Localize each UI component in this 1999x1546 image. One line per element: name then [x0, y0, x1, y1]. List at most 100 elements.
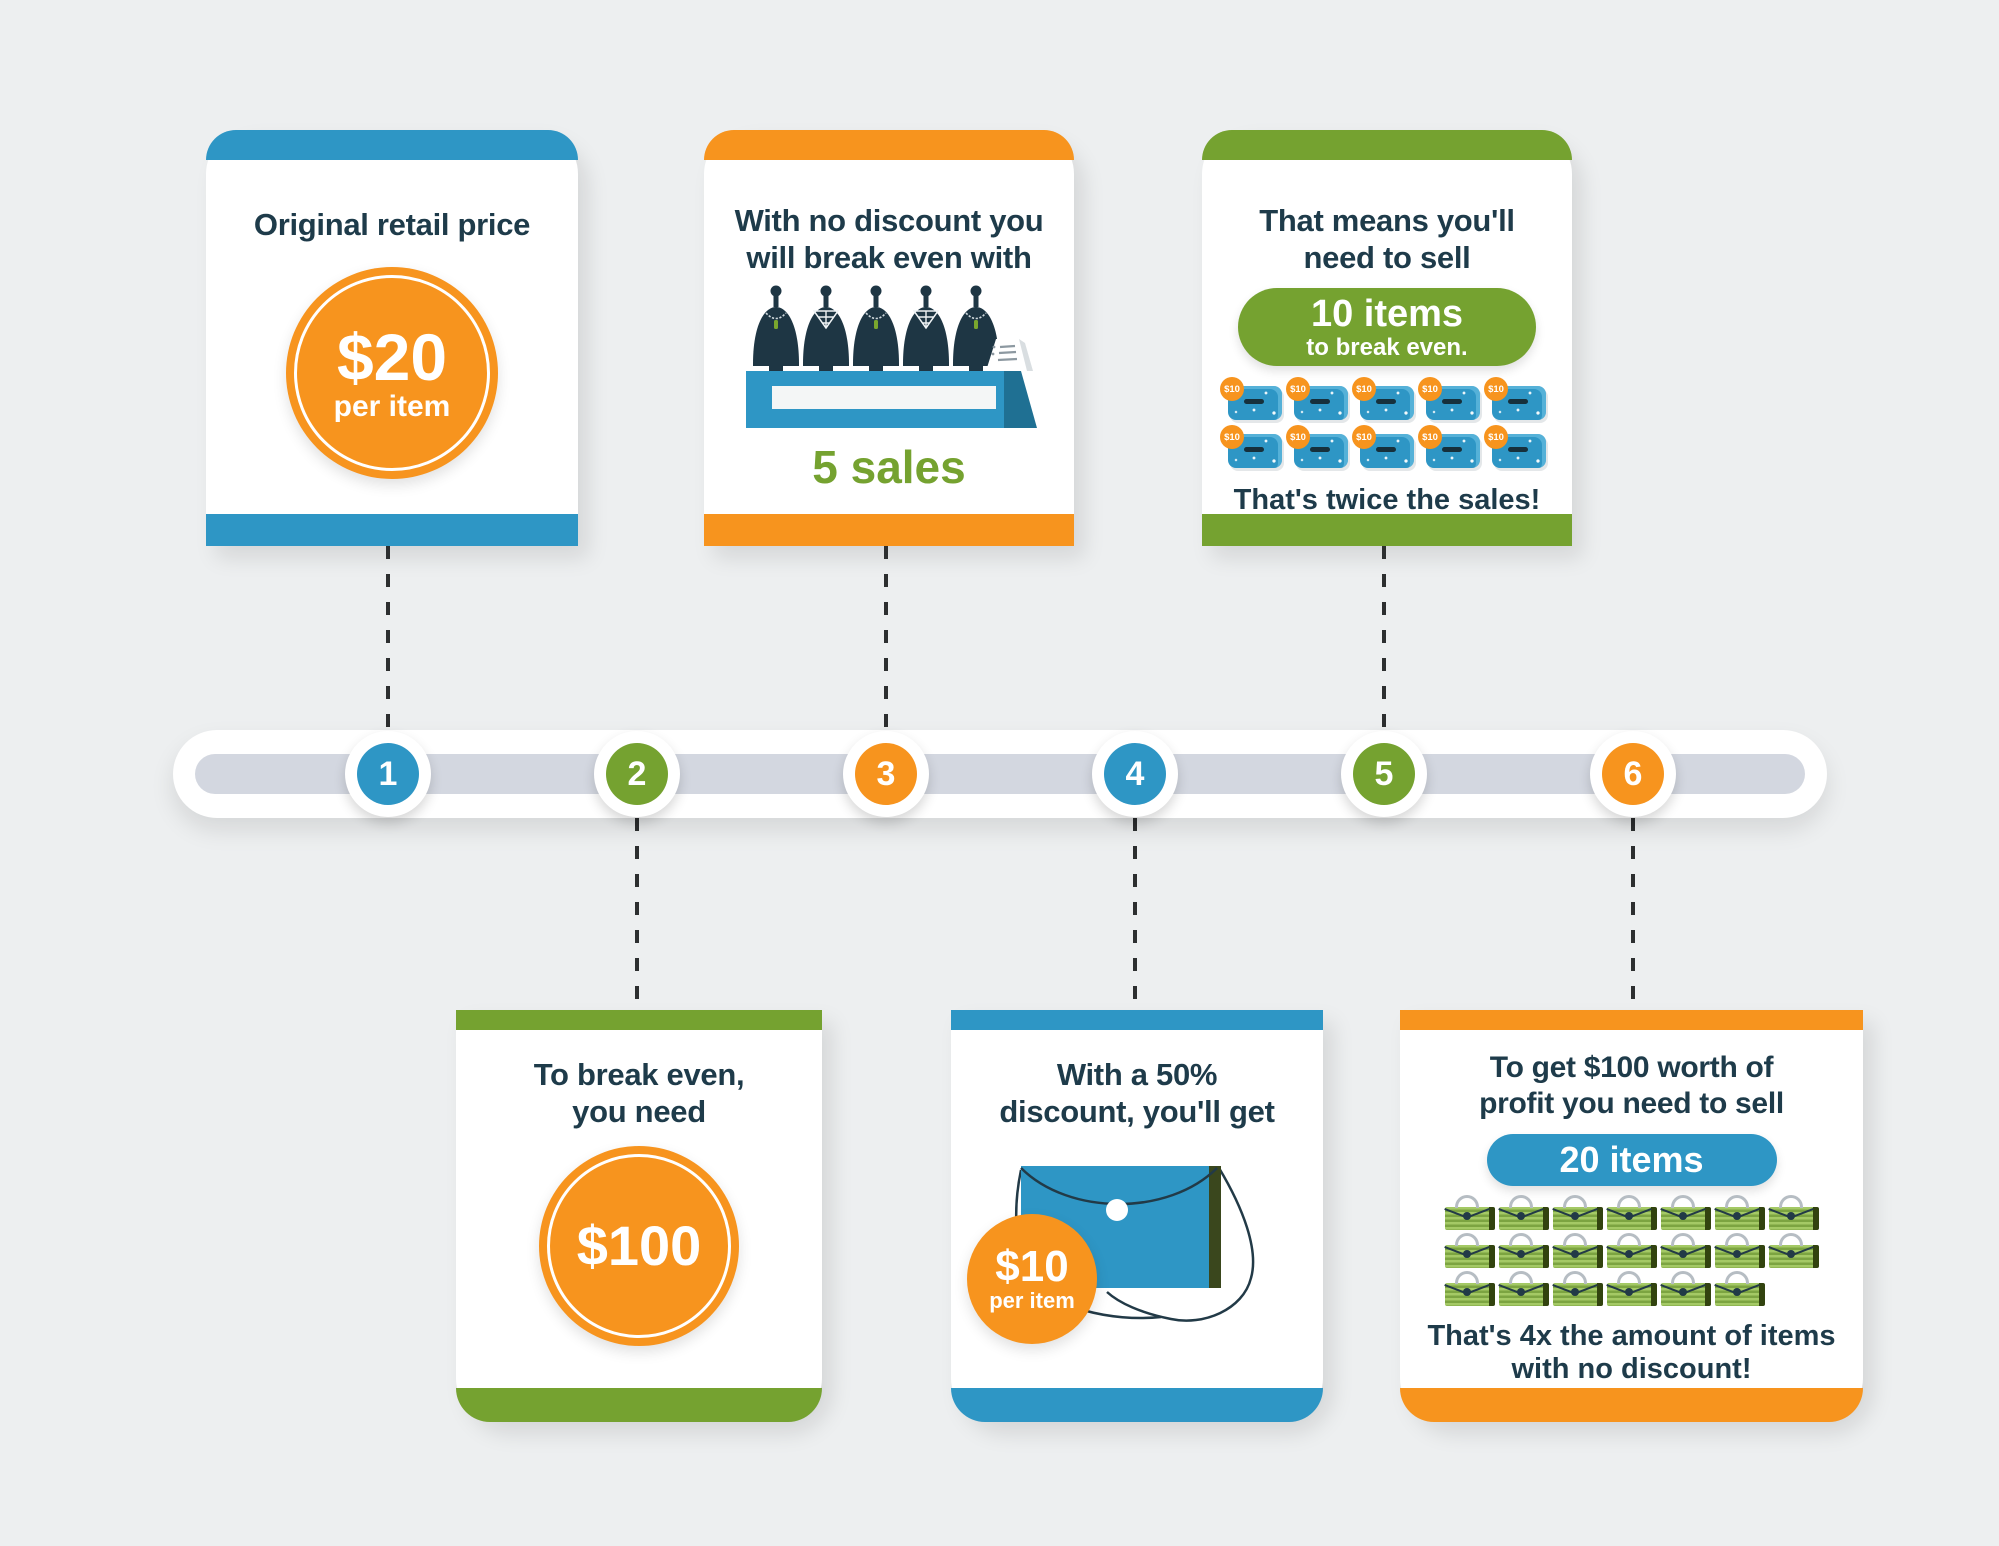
handbag-clasp — [1786, 1250, 1795, 1258]
handbag-handle — [1616, 1195, 1641, 1208]
wallet-icon: $10 — [1352, 377, 1414, 421]
handbag-icon — [1660, 1233, 1711, 1268]
handbag-icon — [1444, 1233, 1495, 1268]
handbag-icon — [1498, 1233, 1549, 1268]
price-tag-badge: $10 — [1418, 425, 1442, 450]
timeline-marker-number: 1 — [357, 743, 419, 805]
price-tag-badge: $10 — [1352, 425, 1376, 450]
price-value: $20 — [336, 319, 448, 394]
handbag-clasp — [1624, 1212, 1633, 1220]
connector-dashed-step6 — [1631, 818, 1635, 1010]
handbag-handle — [1670, 1233, 1695, 1246]
handbag-handle — [1508, 1233, 1533, 1246]
wallet-icon: $10 — [1352, 425, 1414, 469]
handbag-clasp — [1516, 1288, 1525, 1296]
handbag-icon — [1714, 1233, 1765, 1268]
handbag-clasp — [1570, 1250, 1579, 1258]
handbag-clasp — [1732, 1288, 1741, 1296]
connector-dashed-step1 — [386, 546, 390, 730]
jewelry-display-icon — [746, 285, 1037, 429]
wallet-icon: $10 — [1418, 377, 1480, 421]
price-tag-badge: $10 — [1352, 377, 1376, 402]
handbag-handle — [1508, 1271, 1533, 1284]
handbag-icon — [1498, 1195, 1549, 1230]
card-caption: That's twice the sales! — [1233, 484, 1541, 517]
handbag-icon — [1552, 1195, 1603, 1230]
card-step-2: With no discount you will break even wit… — [704, 130, 1074, 546]
card-accent-bar-top — [1202, 130, 1572, 160]
wallet-icon: $10 — [1220, 425, 1282, 469]
handbag-clasp — [1732, 1250, 1741, 1258]
card-title: That means you'll need to sell — [1259, 203, 1515, 276]
card-accent-bar-bottom — [951, 1388, 1323, 1422]
card-accent-bar-top — [951, 1010, 1323, 1030]
price-badge: $20 per item — [286, 267, 498, 480]
timeline-marker-4: 4 — [1092, 731, 1178, 817]
pill-caption: to break even. — [1306, 333, 1468, 361]
card-title: Original retail price — [253, 207, 531, 242]
handbag-clasp — [1732, 1212, 1741, 1220]
pill-value: 10 items — [1310, 292, 1464, 335]
connector-dashed-step2 — [635, 818, 639, 1010]
handbag-handle — [1454, 1233, 1479, 1246]
jewelry-busts — [753, 285, 999, 372]
price-tag-badge: $10 — [1286, 425, 1310, 450]
handbag-icon — [1552, 1271, 1603, 1306]
handbag-icon — [1768, 1233, 1819, 1268]
price-badge: $10 per item — [967, 1214, 1097, 1344]
wallet-icon: $10 — [1220, 377, 1282, 421]
wallet-icon: $10 — [1286, 377, 1348, 421]
price-tag-badge: $10 — [1484, 425, 1508, 450]
handbag-handle — [1724, 1195, 1749, 1208]
items-pill: 10 items to break even. — [1238, 288, 1536, 367]
pill-value: 20 items — [1559, 1139, 1704, 1180]
price-tag-badge: $10 — [1418, 377, 1442, 402]
timeline-marker-number: 6 — [1602, 743, 1664, 805]
handbag-handle — [1454, 1195, 1479, 1208]
card-step-3: That means you'll need to sell 10 items … — [1202, 130, 1572, 546]
handbag-handle — [1562, 1233, 1587, 1246]
result-text: 5 sales — [812, 441, 966, 494]
card-title: With a 50% discount, you'll get — [999, 1057, 1275, 1130]
price-caption: per item — [989, 1287, 1075, 1313]
handbag-icon — [1444, 1195, 1495, 1230]
card-title: To break even, you need — [533, 1057, 745, 1130]
card-step-5: With a 50% discount, you'll get $10 per … — [951, 1010, 1323, 1422]
card-accent-bar-top — [704, 130, 1074, 160]
wallet-icon: $10 — [1286, 425, 1348, 469]
timeline-marker-number: 5 — [1353, 743, 1415, 805]
connector-dashed-step5 — [1382, 546, 1386, 730]
handbag-icon — [1714, 1271, 1765, 1306]
handbag-icon — [1498, 1271, 1549, 1306]
handbag-clasp — [1462, 1212, 1471, 1220]
card-accent-bar-top — [1400, 1010, 1863, 1030]
handbag-clasp — [1678, 1212, 1687, 1220]
timeline-marker-3: 3 — [843, 731, 929, 817]
timeline-marker-5: 5 — [1341, 731, 1427, 817]
timeline-track — [195, 754, 1805, 794]
card-step-6: To get $100 worth of profit you need to … — [1400, 1010, 1863, 1422]
handbag-icon — [1606, 1233, 1657, 1268]
handbag-handle — [1724, 1233, 1749, 1246]
card-accent-bar-bottom — [206, 514, 578, 546]
handbag-icon — [1714, 1195, 1765, 1230]
price-tag-badge: $10 — [1286, 377, 1310, 402]
handbag-clasp — [1516, 1212, 1525, 1220]
connector-dashed-step3 — [884, 546, 888, 730]
card-accent-bar-bottom — [1202, 514, 1572, 546]
card-accent-bar-bottom — [1400, 1388, 1863, 1422]
handbag-handle — [1562, 1271, 1587, 1284]
handbag-clasp — [1678, 1250, 1687, 1258]
wallet-icon: $10 — [1484, 377, 1546, 421]
price-tag-badge: $10 — [1484, 377, 1508, 402]
handbag-clasp — [1516, 1250, 1525, 1258]
receipt-icon — [986, 339, 1033, 372]
timeline-marker-6: 6 — [1590, 731, 1676, 817]
handbag-handle — [1562, 1195, 1587, 1208]
card-accent-bar-top — [456, 1010, 822, 1030]
wallet-icon: $10 — [1484, 425, 1546, 469]
handbag-icon — [1552, 1233, 1603, 1268]
handbag-icon — [1606, 1195, 1657, 1230]
